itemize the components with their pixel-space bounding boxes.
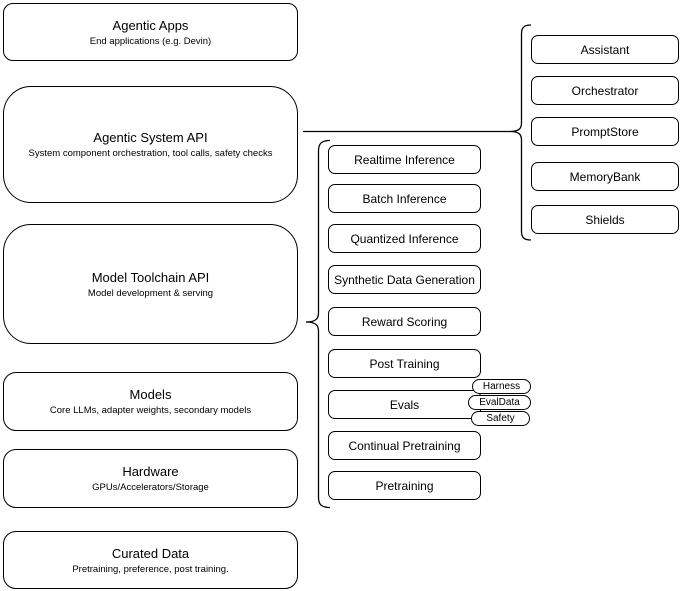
tag-harness: Harness (472, 379, 531, 394)
box-title: Hardware (122, 464, 179, 479)
box-curated-data: Curated Data Pretraining, preference, po… (3, 531, 298, 589)
box-memorybank: MemoryBank (531, 162, 679, 191)
tag-evaldata: EvalData (468, 395, 531, 410)
box-pretraining: Pretraining (328, 471, 481, 500)
box-title: Model Toolchain API (91, 269, 210, 285)
box-title: Agentic System API (93, 130, 208, 145)
box-title: Agentic Apps (112, 17, 189, 33)
box-reward-scoring: Reward Scoring (328, 307, 481, 336)
box-models: Models Core LLMs, adapter weights, secon… (3, 372, 298, 431)
box-realtime-inference: Realtime Inference (328, 145, 481, 174)
box-agentic-apps: Agentic Apps End applications (e.g. Devi… (3, 3, 298, 61)
box-promptstore: PromptStore (531, 117, 679, 146)
tag-safety: Safety (471, 411, 530, 426)
box-shields: Shields (531, 205, 679, 234)
box-hardware: Hardware GPUs/Accelerators/Storage (3, 449, 298, 508)
toolchain-items-brace (305, 139, 331, 509)
box-batch-inference: Batch Inference (328, 184, 481, 213)
box-post-training: Post Training (328, 349, 481, 378)
box-orchestrator: Orchestrator (531, 76, 679, 105)
box-subtitle: Model development & serving (87, 287, 214, 299)
box-title: Curated Data (111, 545, 190, 561)
box-quantized-inference: Quantized Inference (328, 224, 481, 253)
box-synthetic-data-generation: Synthetic Data Generation (328, 265, 481, 294)
system-components-brace (509, 24, 532, 241)
box-title: Models (129, 387, 172, 402)
box-model-toolchain-api: Model Toolchain API Model development & … (3, 224, 298, 344)
box-subtitle: Pretraining, preference, post training. (72, 563, 229, 575)
box-agentic-system-api: Agentic System API System component orch… (3, 86, 298, 203)
box-continual-pretraining: Continual Pretraining (328, 431, 481, 460)
box-subtitle: GPUs/Accelerators/Storage (92, 482, 209, 493)
box-evals: Evals (328, 390, 481, 419)
box-subtitle: Core LLMs, adapter weights, secondary mo… (49, 405, 252, 416)
box-assistant: Assistant (531, 35, 679, 64)
box-subtitle: End applications (e.g. Devin) (89, 35, 212, 47)
box-subtitle: System component orchestration, tool cal… (28, 148, 273, 159)
